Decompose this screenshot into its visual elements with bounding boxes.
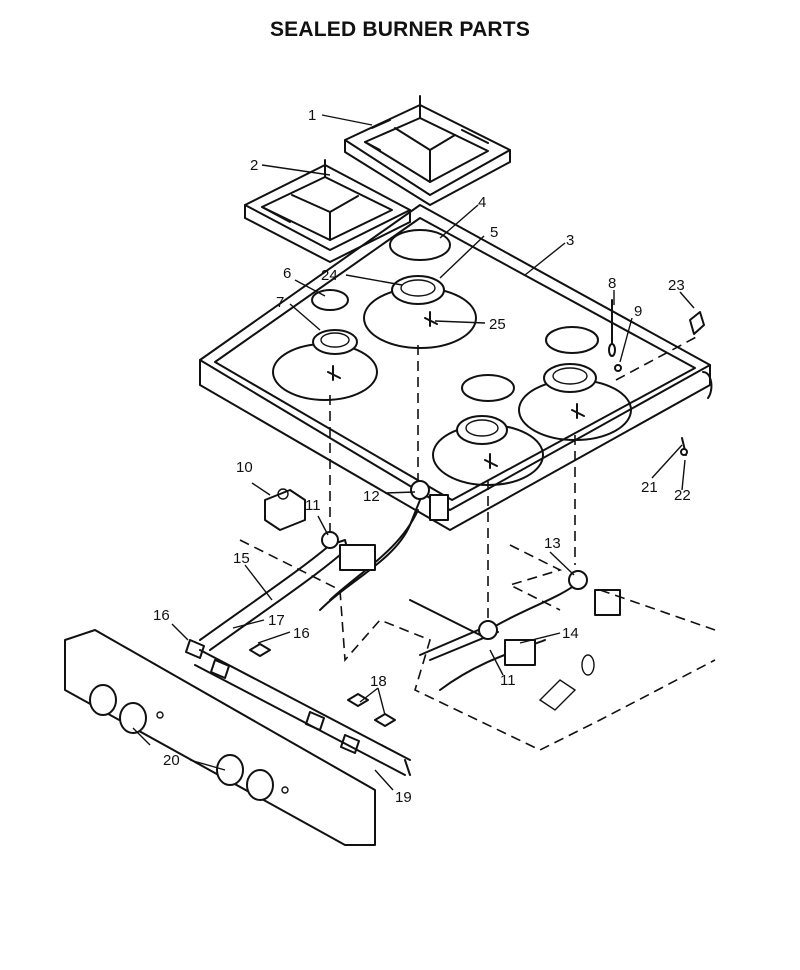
alignment-lines — [329, 334, 701, 625]
fasteners — [608, 299, 705, 456]
callout-20: 20 — [163, 752, 180, 769]
callout-3: 3 — [566, 232, 574, 249]
callout-14: 14 — [562, 625, 579, 642]
callout-7: 7 — [276, 294, 284, 311]
valve-manifold — [185, 480, 621, 776]
spark-module — [264, 488, 306, 531]
callout-24: 24 — [321, 267, 338, 284]
callout-12: 12 — [363, 488, 380, 505]
callout-4: 4 — [478, 194, 486, 211]
callout-labels: 1 2 3 4 5 24 6 7 25 8 9 23 10 11 12 13 1… — [153, 107, 691, 806]
callout-21: 21 — [641, 479, 658, 496]
control-panel — [64, 629, 376, 846]
callout-10: 10 — [236, 459, 253, 476]
grate-left — [244, 159, 411, 263]
callout-2: 2 — [250, 157, 258, 174]
callout-17: 17 — [268, 612, 285, 629]
callout-13: 13 — [544, 535, 561, 552]
callout-16-right: 16 — [293, 625, 310, 642]
callout-15: 15 — [233, 550, 250, 567]
grate-right — [344, 95, 511, 206]
callout-11-top: 11 — [305, 497, 321, 514]
diagram-title: SEALED BURNER PARTS — [269, 18, 531, 41]
burner-heads — [312, 275, 597, 445]
callout-23: 23 — [668, 277, 685, 294]
orifice-marks — [327, 311, 585, 469]
callout-18: 18 — [370, 673, 387, 690]
burner-caps — [311, 229, 599, 402]
callout-9: 9 — [634, 303, 642, 320]
callout-5: 5 — [490, 224, 498, 241]
leader-lines — [132, 114, 695, 791]
callout-22: 22 — [674, 487, 691, 504]
callout-25: 25 — [489, 316, 506, 333]
callout-16-left: 16 — [153, 607, 170, 624]
callout-19: 19 — [395, 789, 412, 806]
rear-outline — [239, 539, 716, 751]
callout-11-bottom: 11 — [500, 672, 516, 689]
callout-1: 1 — [308, 107, 316, 124]
callout-8: 8 — [608, 275, 616, 292]
callout-6: 6 — [283, 265, 291, 282]
cooktop-panel — [199, 204, 713, 531]
